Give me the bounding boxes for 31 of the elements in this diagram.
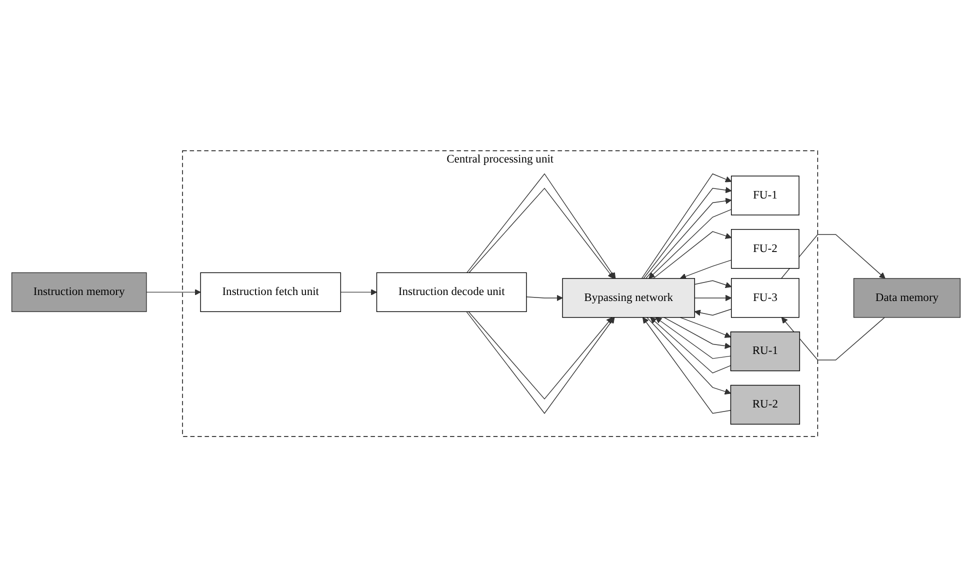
arrow bbox=[646, 317, 731, 395]
arrow bbox=[694, 295, 732, 302]
node-box: FU-3 bbox=[731, 278, 800, 318]
node-box: Instruction fetch unit bbox=[200, 272, 342, 312]
node-box: RU-1 bbox=[730, 332, 800, 372]
arrow bbox=[694, 280, 732, 288]
arrow bbox=[680, 260, 732, 280]
arrow bbox=[466, 312, 615, 414]
arrow bbox=[468, 312, 613, 400]
arrow bbox=[642, 318, 732, 414]
arrow bbox=[652, 232, 732, 280]
arrow bbox=[340, 289, 378, 296]
node-box: Data memory bbox=[853, 278, 961, 318]
node-box: FU-1 bbox=[731, 176, 800, 216]
arrow bbox=[680, 317, 731, 338]
arrow bbox=[664, 317, 731, 350]
arrow bbox=[780, 234, 886, 280]
node-box: Bypassing network bbox=[562, 278, 695, 318]
node-box: Instruction memory bbox=[11, 272, 147, 312]
node-box: RU-2 bbox=[730, 385, 800, 425]
arrow bbox=[655, 318, 732, 360]
arrow bbox=[650, 318, 732, 374]
arrow bbox=[694, 309, 732, 316]
arrow bbox=[468, 188, 614, 280]
arrow bbox=[648, 209, 732, 280]
arrow bbox=[146, 289, 201, 296]
node-box: Instruction decode unit bbox=[376, 272, 527, 312]
arrow bbox=[466, 174, 616, 280]
arrow bbox=[781, 317, 885, 361]
node-box: FU-2 bbox=[731, 229, 800, 270]
arrow bbox=[526, 295, 563, 302]
